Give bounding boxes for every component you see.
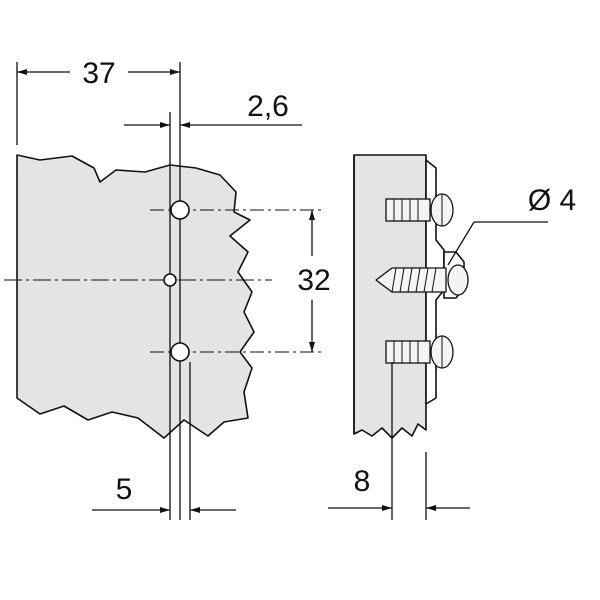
- hole-bottom: [170, 342, 190, 362]
- hole-top: [170, 200, 190, 220]
- dim-32-label: 32: [297, 264, 330, 297]
- dim-8-label: 8: [354, 465, 371, 498]
- screw-upper: [385, 193, 454, 227]
- dim-37-label: 37: [82, 57, 115, 90]
- diameter-label: Ø 4: [528, 184, 576, 217]
- side-panel: [353, 154, 427, 439]
- screw-middle: [375, 264, 469, 296]
- dim-26-label: 2,6: [247, 90, 289, 123]
- diameter-leader: [447, 221, 475, 266]
- dim-5-label: 5: [116, 473, 133, 506]
- front-panel: [16, 154, 255, 439]
- screw-lower: [385, 335, 454, 369]
- hole-middle: [163, 273, 177, 287]
